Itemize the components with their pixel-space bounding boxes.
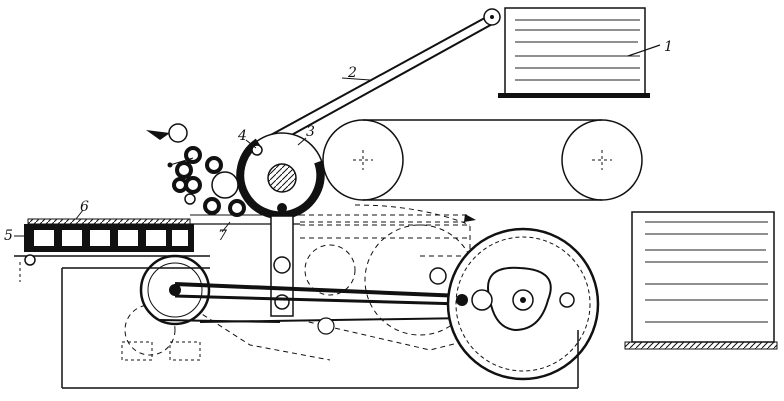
sheet-stack-1 — [498, 7, 661, 98]
machine-frame — [61, 267, 579, 389]
connecting-rods — [159, 282, 471, 323]
label-5: 5 — [4, 228, 13, 244]
label-6: 6 — [80, 199, 89, 215]
label-4: 4 — [237, 128, 247, 144]
vertical-lever — [270, 203, 294, 317]
roller-cluster — [146, 123, 246, 217]
feed-table-5 — [14, 214, 300, 282]
sheet-stack-output — [624, 211, 778, 350]
label-2: 2 — [347, 65, 357, 81]
label-1: 1 — [664, 39, 673, 55]
leader-lines — [14, 77, 371, 237]
flywheel — [317, 227, 600, 381]
feeder-arm-2 — [257, 8, 501, 149]
direction-arrow — [464, 214, 476, 222]
roller-4 — [251, 144, 263, 156]
label-3: 3 — [306, 124, 315, 140]
upper-belt-conveyor — [322, 119, 643, 201]
label-7: 7 — [218, 228, 227, 244]
left-drive-pulley — [121, 254, 211, 361]
